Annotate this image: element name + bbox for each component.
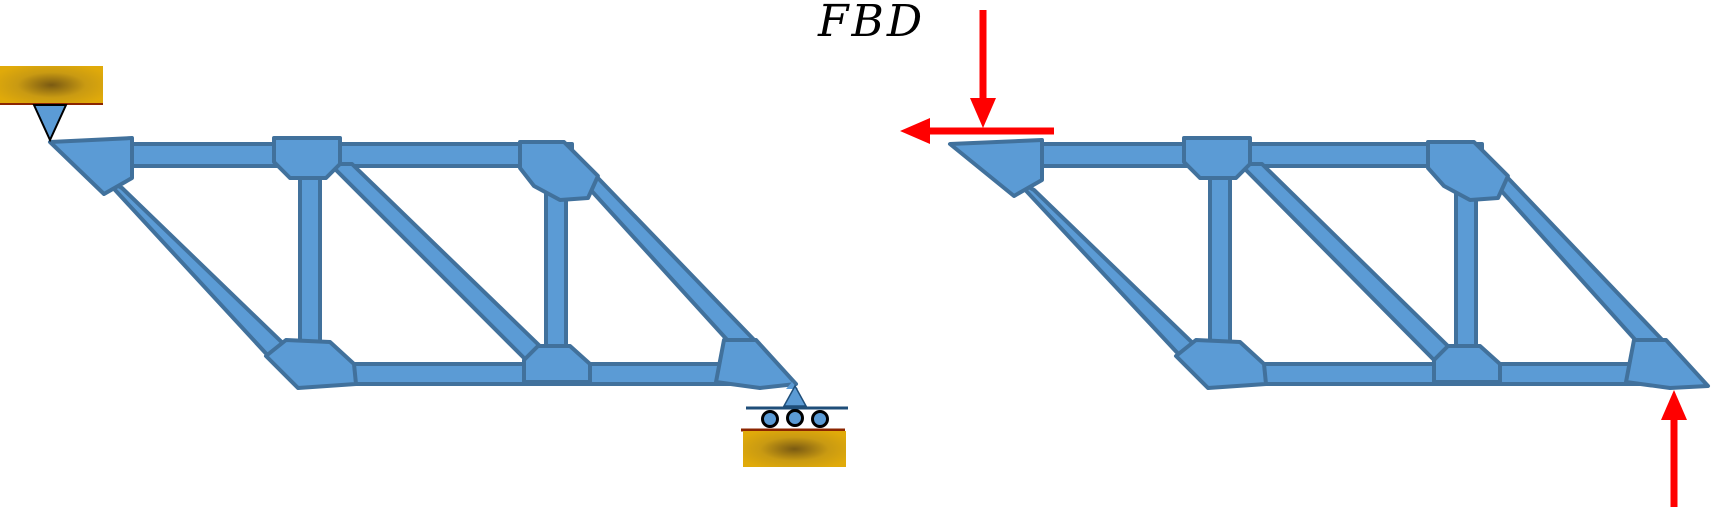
gusset-plate xyxy=(48,136,134,196)
vertical-member xyxy=(1208,166,1232,344)
gusset-plate xyxy=(1426,140,1510,202)
gusset-plate xyxy=(948,138,1044,198)
gusset-plate xyxy=(1624,338,1710,390)
horizontal-reaction-arrow xyxy=(900,118,1054,144)
roller-triangle xyxy=(782,384,808,407)
roller-wheel xyxy=(811,410,829,428)
ground-block xyxy=(0,66,103,104)
vertical-reaction-arrow-bottom xyxy=(1661,390,1687,507)
roller-wheel xyxy=(786,409,804,427)
pin-support xyxy=(0,66,103,143)
vertical-member xyxy=(1454,188,1478,348)
arrow-head xyxy=(1661,390,1687,420)
gusset-plate xyxy=(1432,344,1502,384)
middle-diagonal xyxy=(1238,162,1454,362)
arrow-head xyxy=(900,118,930,144)
left-diagonal xyxy=(1014,178,1206,362)
roller-support xyxy=(741,382,848,467)
fbd-label: FBD xyxy=(818,0,926,47)
right-diagonal xyxy=(1486,174,1670,356)
gusset-plate xyxy=(714,338,798,390)
ground-block xyxy=(743,431,846,467)
roller-wheel xyxy=(761,410,779,428)
gusset-plate xyxy=(1174,338,1268,390)
right-truss xyxy=(900,10,1710,507)
gusset-plate xyxy=(522,344,592,384)
gusset-plate xyxy=(1182,136,1252,180)
middle-diagonal xyxy=(328,162,546,362)
left-diagonal xyxy=(102,176,296,362)
gusset-plate xyxy=(518,140,600,202)
vertical-reaction-arrow-top xyxy=(970,10,996,128)
left-truss xyxy=(0,66,848,467)
vertical-member xyxy=(544,188,568,348)
gusset-plate xyxy=(272,136,342,180)
pin-triangle xyxy=(32,104,68,143)
vertical-member xyxy=(298,166,322,344)
gusset-plate xyxy=(264,338,358,390)
arrow-head xyxy=(970,98,996,128)
right-diagonal xyxy=(576,174,762,356)
